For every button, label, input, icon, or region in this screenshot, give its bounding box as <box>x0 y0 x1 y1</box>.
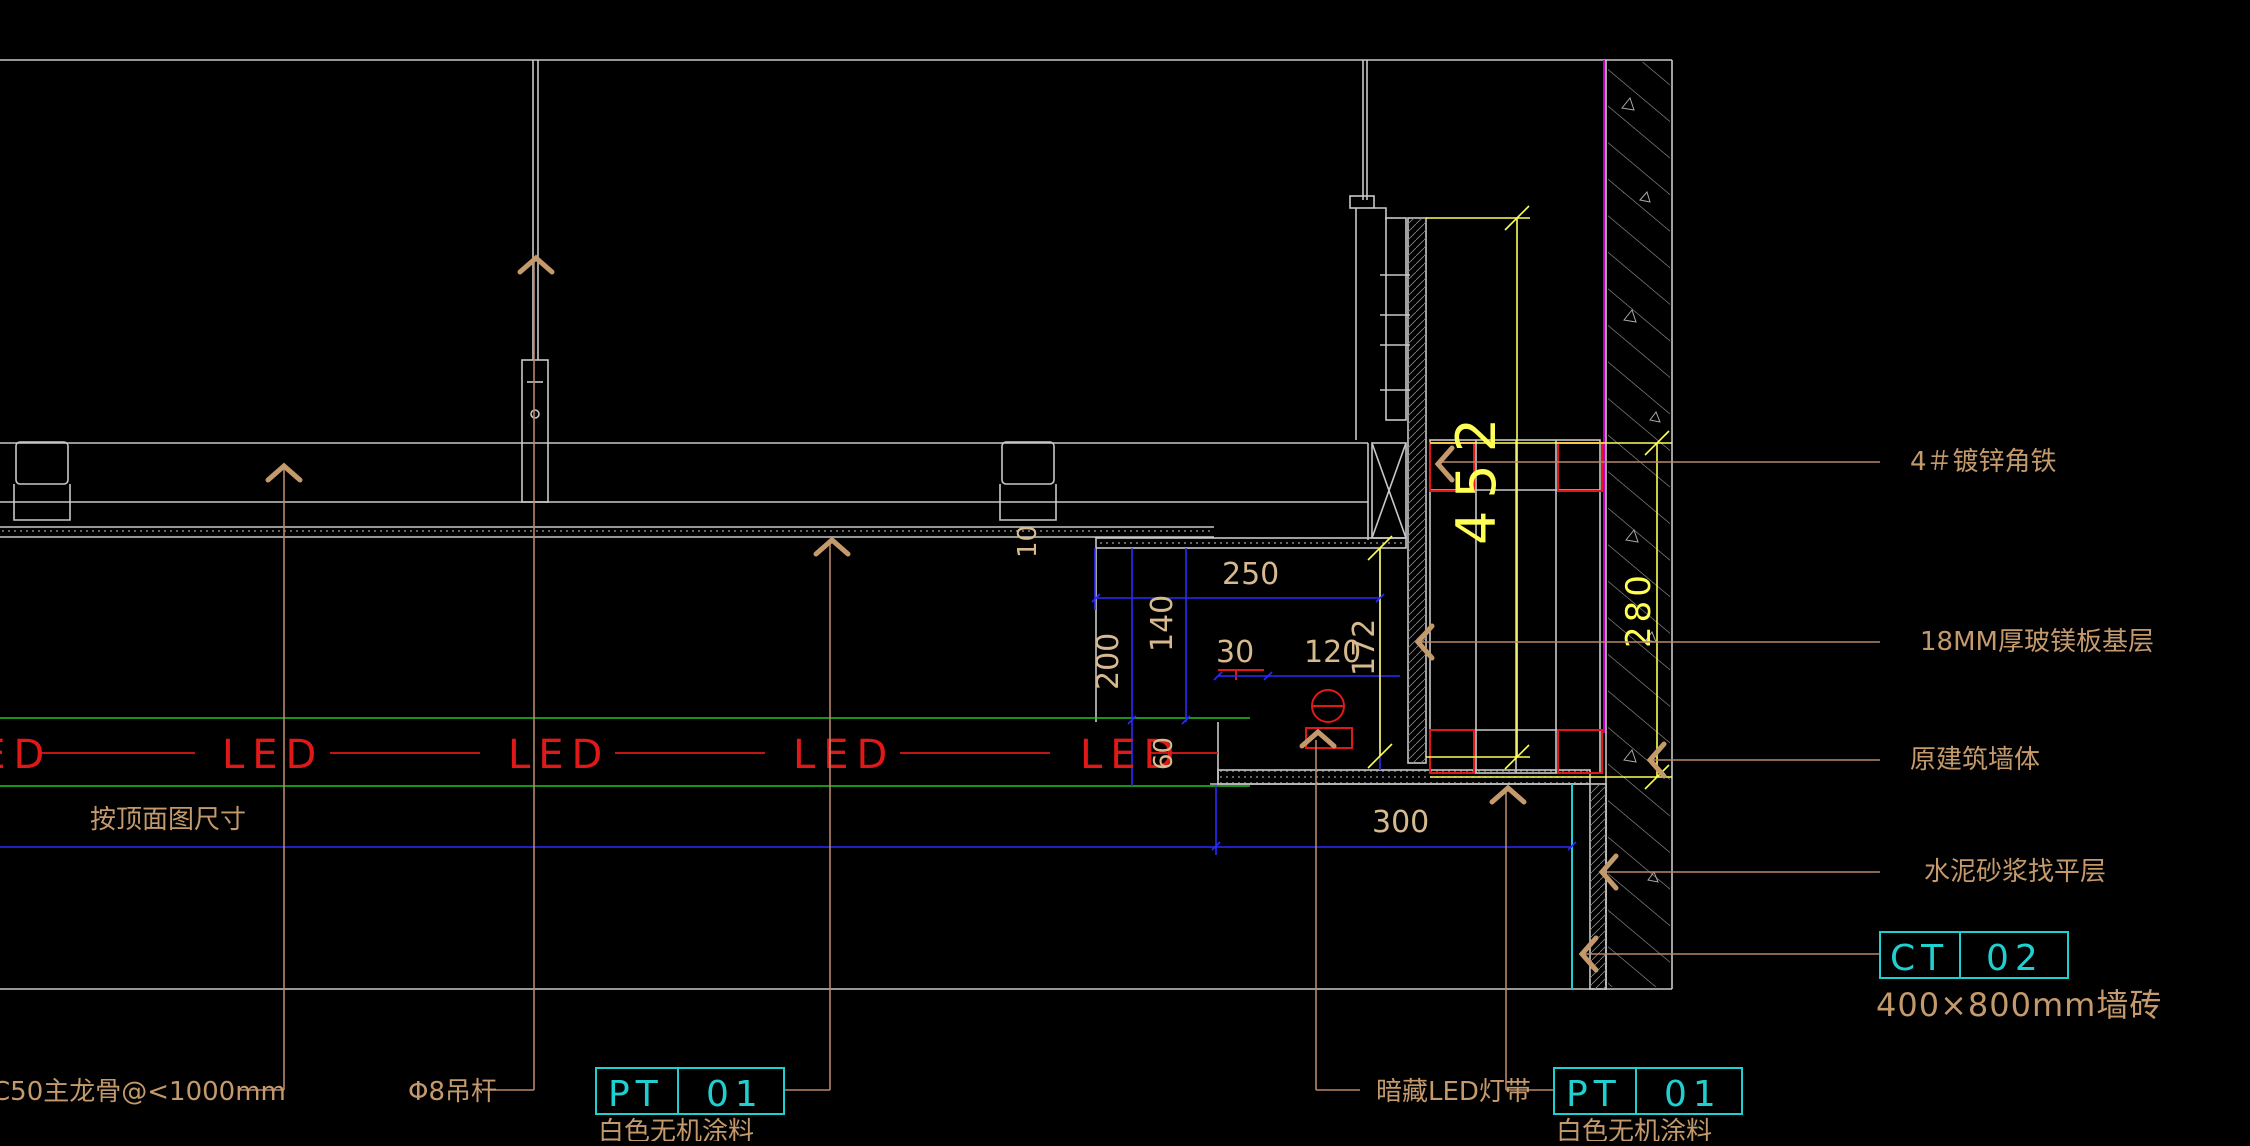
led-label-3: LED <box>793 732 895 778</box>
leader-lines <box>238 260 1880 1091</box>
tile-texture <box>1590 784 1606 989</box>
leader-arrowheads <box>265 254 1667 973</box>
vertical-board-texture <box>1408 218 1426 763</box>
blue-dimension-ticks <box>1091 593 1577 851</box>
note-rod: Φ8吊杆 <box>408 1077 497 1107</box>
dim-200: 200 <box>1091 633 1126 690</box>
dim-10: 10 <box>1013 525 1043 558</box>
hidden-led-fixture <box>1235 670 1353 749</box>
dim-172: 172 <box>1347 619 1382 676</box>
tag-ct-code: CT <box>1890 938 1949 979</box>
tag-pt-left-num: 01 <box>706 1074 764 1115</box>
tag-pt-right: PT 01 白色无机涂料 <box>1553 1067 1743 1146</box>
tag-ct: CT 02 <box>1879 931 2069 979</box>
tag-pt-right-desc: 白色无机涂料 <box>1556 1117 1712 1141</box>
cove-board-texture <box>1096 538 1406 548</box>
note-tile: 400×800mm墙砖 <box>1876 986 2162 1024</box>
led-label-1: LED <box>222 732 324 778</box>
note-board-base: 18MM厚玻镁板基层 <box>1920 627 2154 657</box>
dimension-lines <box>1367 205 1672 790</box>
tag-pt-left-code: PT <box>608 1074 664 1115</box>
wall-aggregate <box>1621 96 1661 883</box>
note-hidden-led: 暗藏LED灯带 <box>1376 1077 1531 1107</box>
dim-300: 300 <box>1372 805 1429 840</box>
dim-452: 452 <box>1445 406 1508 545</box>
dim-280: 280 <box>1619 571 1659 648</box>
note-mortar: 水泥砂浆找平层 <box>1924 857 2106 887</box>
note-angle-steel: 4＃镀锌角铁 <box>1910 447 2057 477</box>
ceiling-board-texture <box>0 527 1214 537</box>
note-main-keel: C50主龙骨@<1000mm <box>0 1077 286 1107</box>
note-ceiling-ref: 按顶面图尺寸 <box>90 805 246 835</box>
cove-bottom-texture <box>1218 770 1590 784</box>
led-label-2: LED <box>508 732 610 778</box>
screw-fixings <box>1380 274 1410 391</box>
tag-pt-left: PT 01 白色无机涂料 <box>595 1067 785 1146</box>
wall-hatch <box>1608 62 1670 987</box>
dim-140: 140 <box>1145 595 1180 652</box>
dim-250: 250 <box>1222 557 1279 592</box>
led-label-4: LED <box>1080 732 1182 778</box>
led-label-0: LED <box>0 732 52 778</box>
note-wall: 原建筑墙体 <box>1910 745 2040 775</box>
tag-pt-right-num: 01 <box>1664 1074 1722 1115</box>
tag-pt-right-code: PT <box>1566 1074 1622 1115</box>
dim-60: 60 <box>1149 737 1179 770</box>
dim-120: 120 <box>1304 635 1361 670</box>
tag-pt-left-desc: 白色无机涂料 <box>598 1117 754 1141</box>
tag-ct-num: 02 <box>1986 938 2044 979</box>
dim-30: 30 <box>1216 635 1254 670</box>
led-strip-boundaries <box>0 717 1250 787</box>
